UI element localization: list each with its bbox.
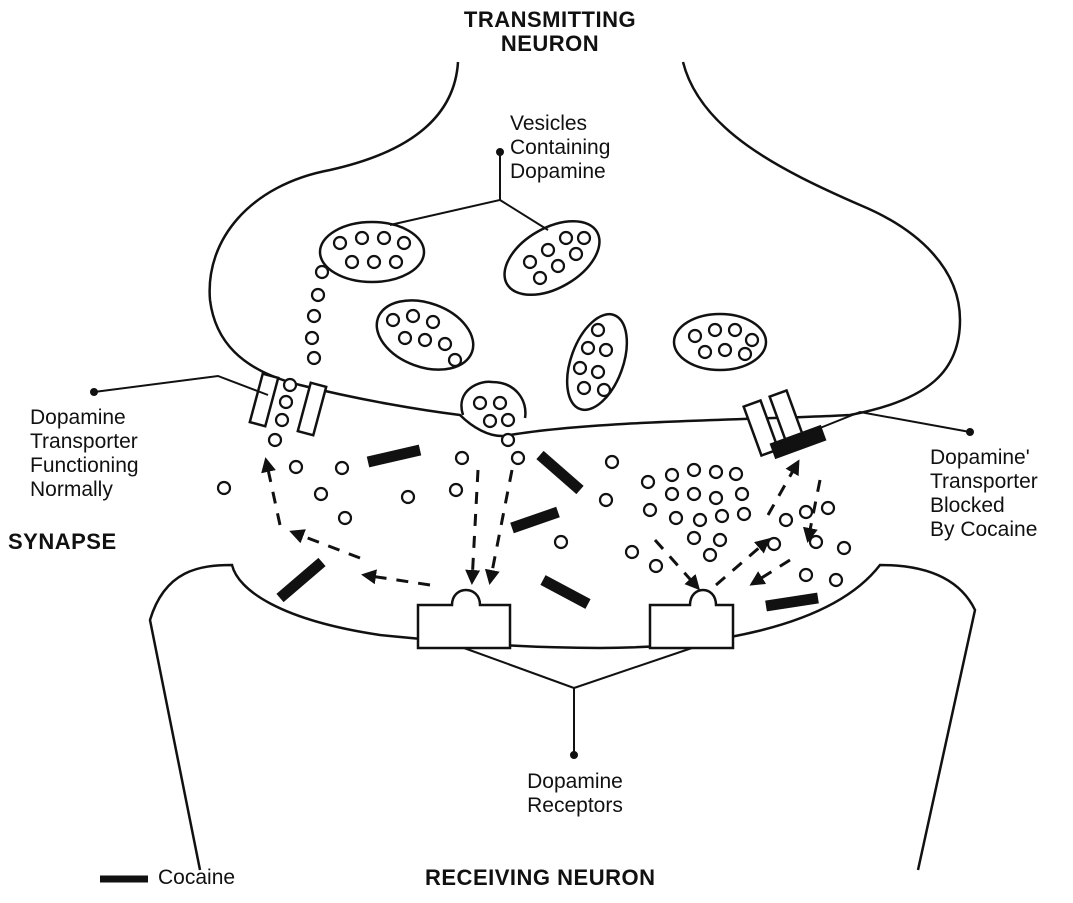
vesicle <box>492 206 612 310</box>
transporter-blocked-label: Dopamine' Transporter Blocked By Cocaine <box>930 446 1038 542</box>
receptors-label: Dopamine Receptors <box>500 770 650 818</box>
title-line: TRANSMITTING <box>440 8 660 32</box>
label-line: Dopamine <box>30 406 139 430</box>
label-line: By Cocaine <box>930 518 1038 542</box>
label-line: Receptors <box>500 794 650 818</box>
label-line: Blocked <box>930 494 1038 518</box>
label-line: Functioning <box>30 454 139 478</box>
label-line: Vesicles <box>510 112 610 136</box>
label-line: Transporter <box>930 470 1038 494</box>
release-bulge <box>461 382 525 418</box>
label-line: Transporter <box>30 430 139 454</box>
legend-cocaine-label: Cocaine <box>158 866 235 890</box>
synapse-label: SYNAPSE <box>8 530 117 554</box>
label-line: Normally <box>30 478 139 502</box>
vesicles-label: Vesicles Containing Dopamine <box>510 112 610 184</box>
receiving-neuron-title: RECEIVING NEURON <box>425 866 655 890</box>
label-line: Dopamine <box>500 770 650 794</box>
title-line: NEURON <box>440 32 660 56</box>
receptor-left <box>418 590 510 648</box>
label-line: Dopamine' <box>930 446 1038 470</box>
vesicle <box>320 222 424 282</box>
transporter-normal-label: Dopamine Transporter Functioning Normall… <box>30 406 139 502</box>
label-line: Dopamine <box>510 160 610 184</box>
label-line: Containing <box>510 136 610 160</box>
transporter-blocked <box>744 390 825 457</box>
transmitting-neuron-title: TRANSMITTING NEURON <box>440 8 660 56</box>
receiving-neuron-membrane <box>150 565 975 870</box>
receptor-right <box>650 590 733 648</box>
vesicle <box>555 306 638 418</box>
